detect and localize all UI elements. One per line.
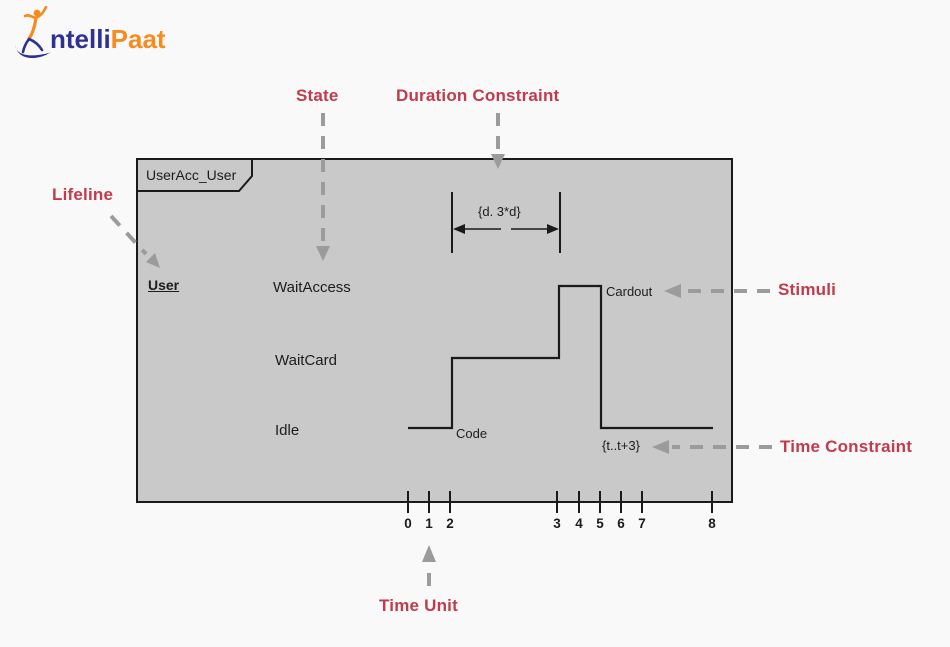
state-label-waitcard: WaitCard <box>275 352 337 369</box>
event-label-code: Code <box>456 426 488 441</box>
tick-label-0: 0 <box>404 516 412 531</box>
tick-label-7: 7 <box>638 516 646 531</box>
logo-text-intelli: ntelli <box>50 24 111 54</box>
logo-figure-icon <box>15 6 51 59</box>
annotation-time-unit: Time Unit <box>379 596 458 615</box>
lifeline-name: User <box>148 277 180 293</box>
intellipaat-logo: ntelliPaat <box>12 6 166 60</box>
annotation-stimuli: Stimuli <box>778 280 837 299</box>
annotation-state: State <box>296 86 339 105</box>
event-label-cardout: Cardout <box>606 284 653 299</box>
state-label-waitaccess: WaitAccess <box>273 279 351 296</box>
tick-label-5: 5 <box>596 516 604 531</box>
arrow-up-icon <box>422 545 436 562</box>
logo-wordmark: ntelliPaat <box>50 26 166 52</box>
tick-label-6: 6 <box>617 516 625 531</box>
state-label-idle: Idle <box>275 422 300 439</box>
logo-text-paat: Paat <box>110 24 166 54</box>
duration-constraint-value: {d. 3*d} <box>478 204 521 219</box>
uml-frame <box>136 158 733 503</box>
annotation-lifeline: Lifeline <box>52 185 114 204</box>
tick-label-8: 8 <box>708 516 716 531</box>
annotation-time-constraint: Time Constraint <box>780 437 913 456</box>
tick-label-1: 1 <box>425 516 433 531</box>
tick-label-4: 4 <box>575 516 583 531</box>
frame-title: UserAcc_User <box>146 167 237 183</box>
tick-label-3: 3 <box>553 516 561 531</box>
annotation-duration-constraint: Duration Constraint <box>396 86 560 105</box>
tick-label-2: 2 <box>446 516 454 531</box>
time-constraint-value: {t..t+3} <box>602 438 640 453</box>
